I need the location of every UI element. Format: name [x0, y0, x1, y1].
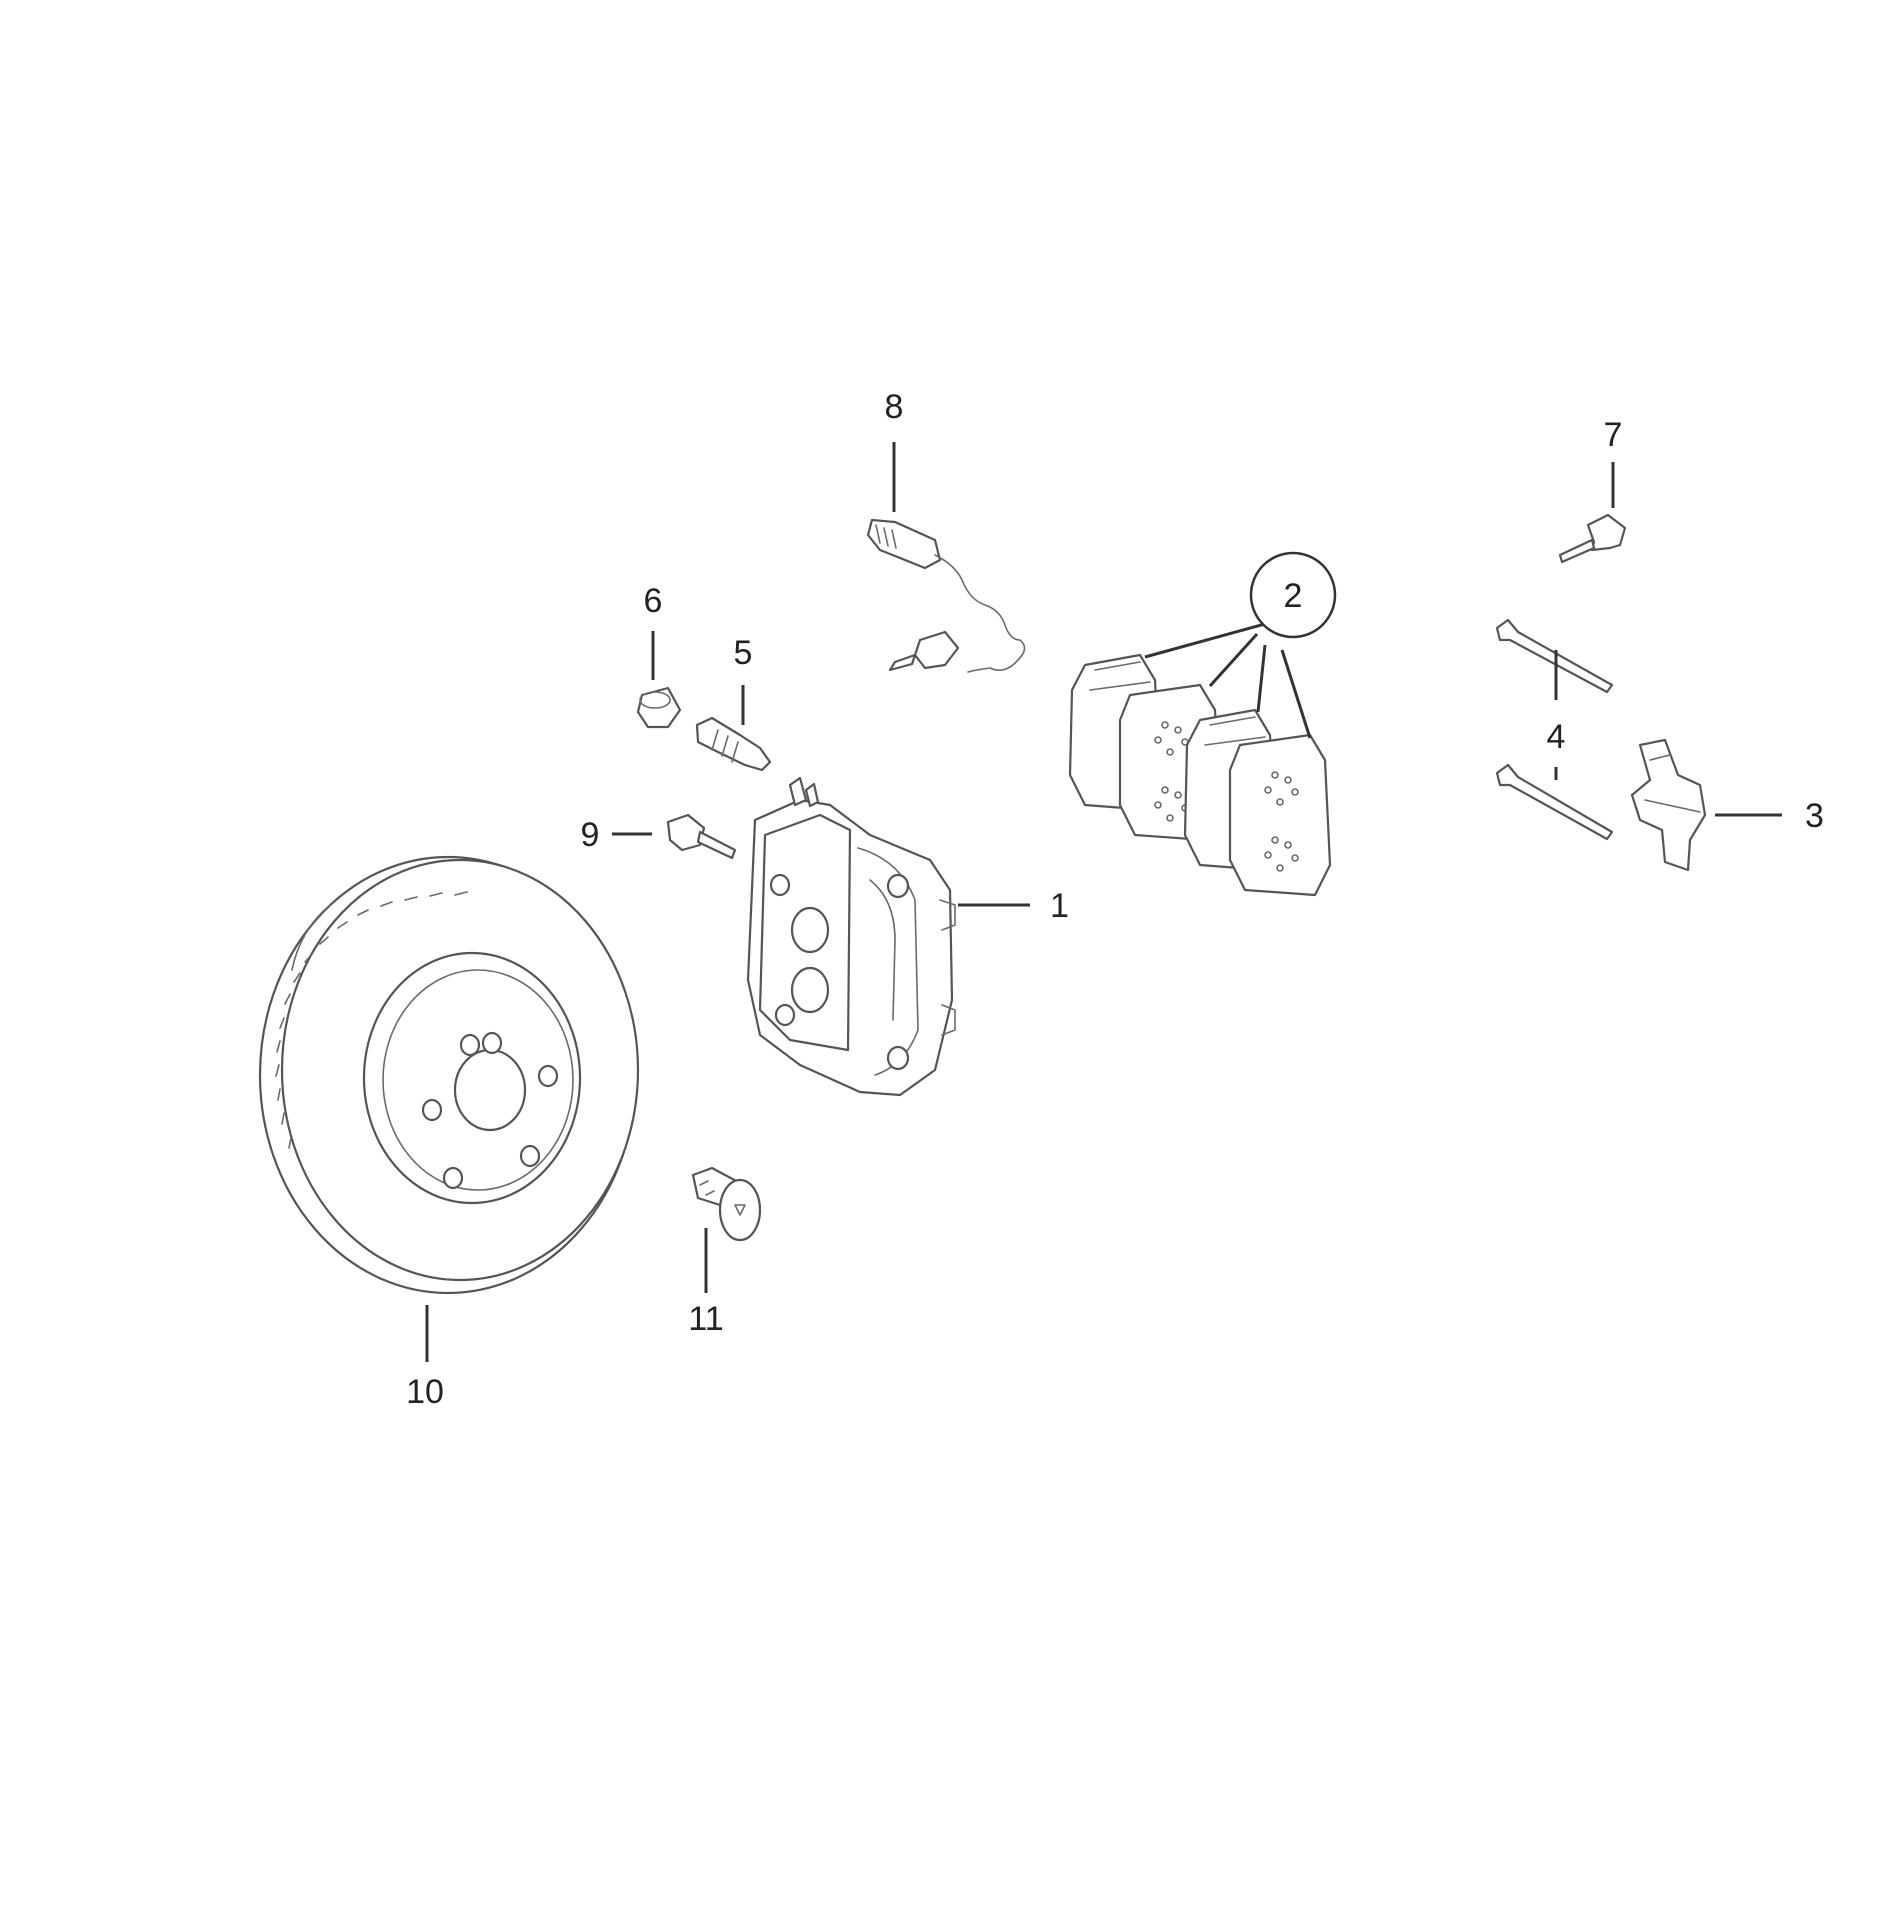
leader-2a [1144, 620, 1273, 659]
callout-circle-2 [1249, 551, 1337, 639]
leader-2b [1208, 632, 1259, 688]
brake-pads [1068, 653, 1332, 897]
dust-cap [636, 686, 682, 729]
callout-labels: 1 2 3 4 5 6 7 8 9 10 11 [406, 388, 1824, 1411]
callout-5: 5 [734, 634, 753, 672]
wear-sensor [866, 518, 1026, 673]
bleed-screw [695, 716, 772, 772]
leader-2d [1280, 649, 1312, 739]
callout-9: 9 [581, 816, 600, 854]
leader-lines [425, 442, 1782, 1362]
callout-2: 2 [1284, 577, 1303, 615]
disc-vent-slots [275, 891, 468, 1149]
callout-3: 3 [1805, 797, 1824, 835]
callout-1: 1 [1050, 887, 1069, 925]
callout-8: 8 [885, 388, 904, 426]
callout-4: 4 [1547, 718, 1566, 756]
brake-disc [258, 855, 640, 1295]
anti-rattle-spring [1630, 738, 1707, 872]
callout-10: 10 [406, 1373, 444, 1411]
callout-7: 7 [1604, 416, 1623, 454]
brake-caliper [746, 776, 956, 1097]
small-bolt [1558, 513, 1627, 564]
disc-bolt-holes [421, 1031, 559, 1190]
leader-2c [1256, 644, 1267, 713]
callout-11: 11 [688, 1300, 723, 1338]
retaining-screw [691, 1166, 762, 1242]
mounting-bolt [666, 813, 737, 860]
callout-6: 6 [644, 582, 663, 620]
guide-pin-lower [1495, 763, 1614, 841]
brake-pad-4 [1228, 733, 1332, 897]
